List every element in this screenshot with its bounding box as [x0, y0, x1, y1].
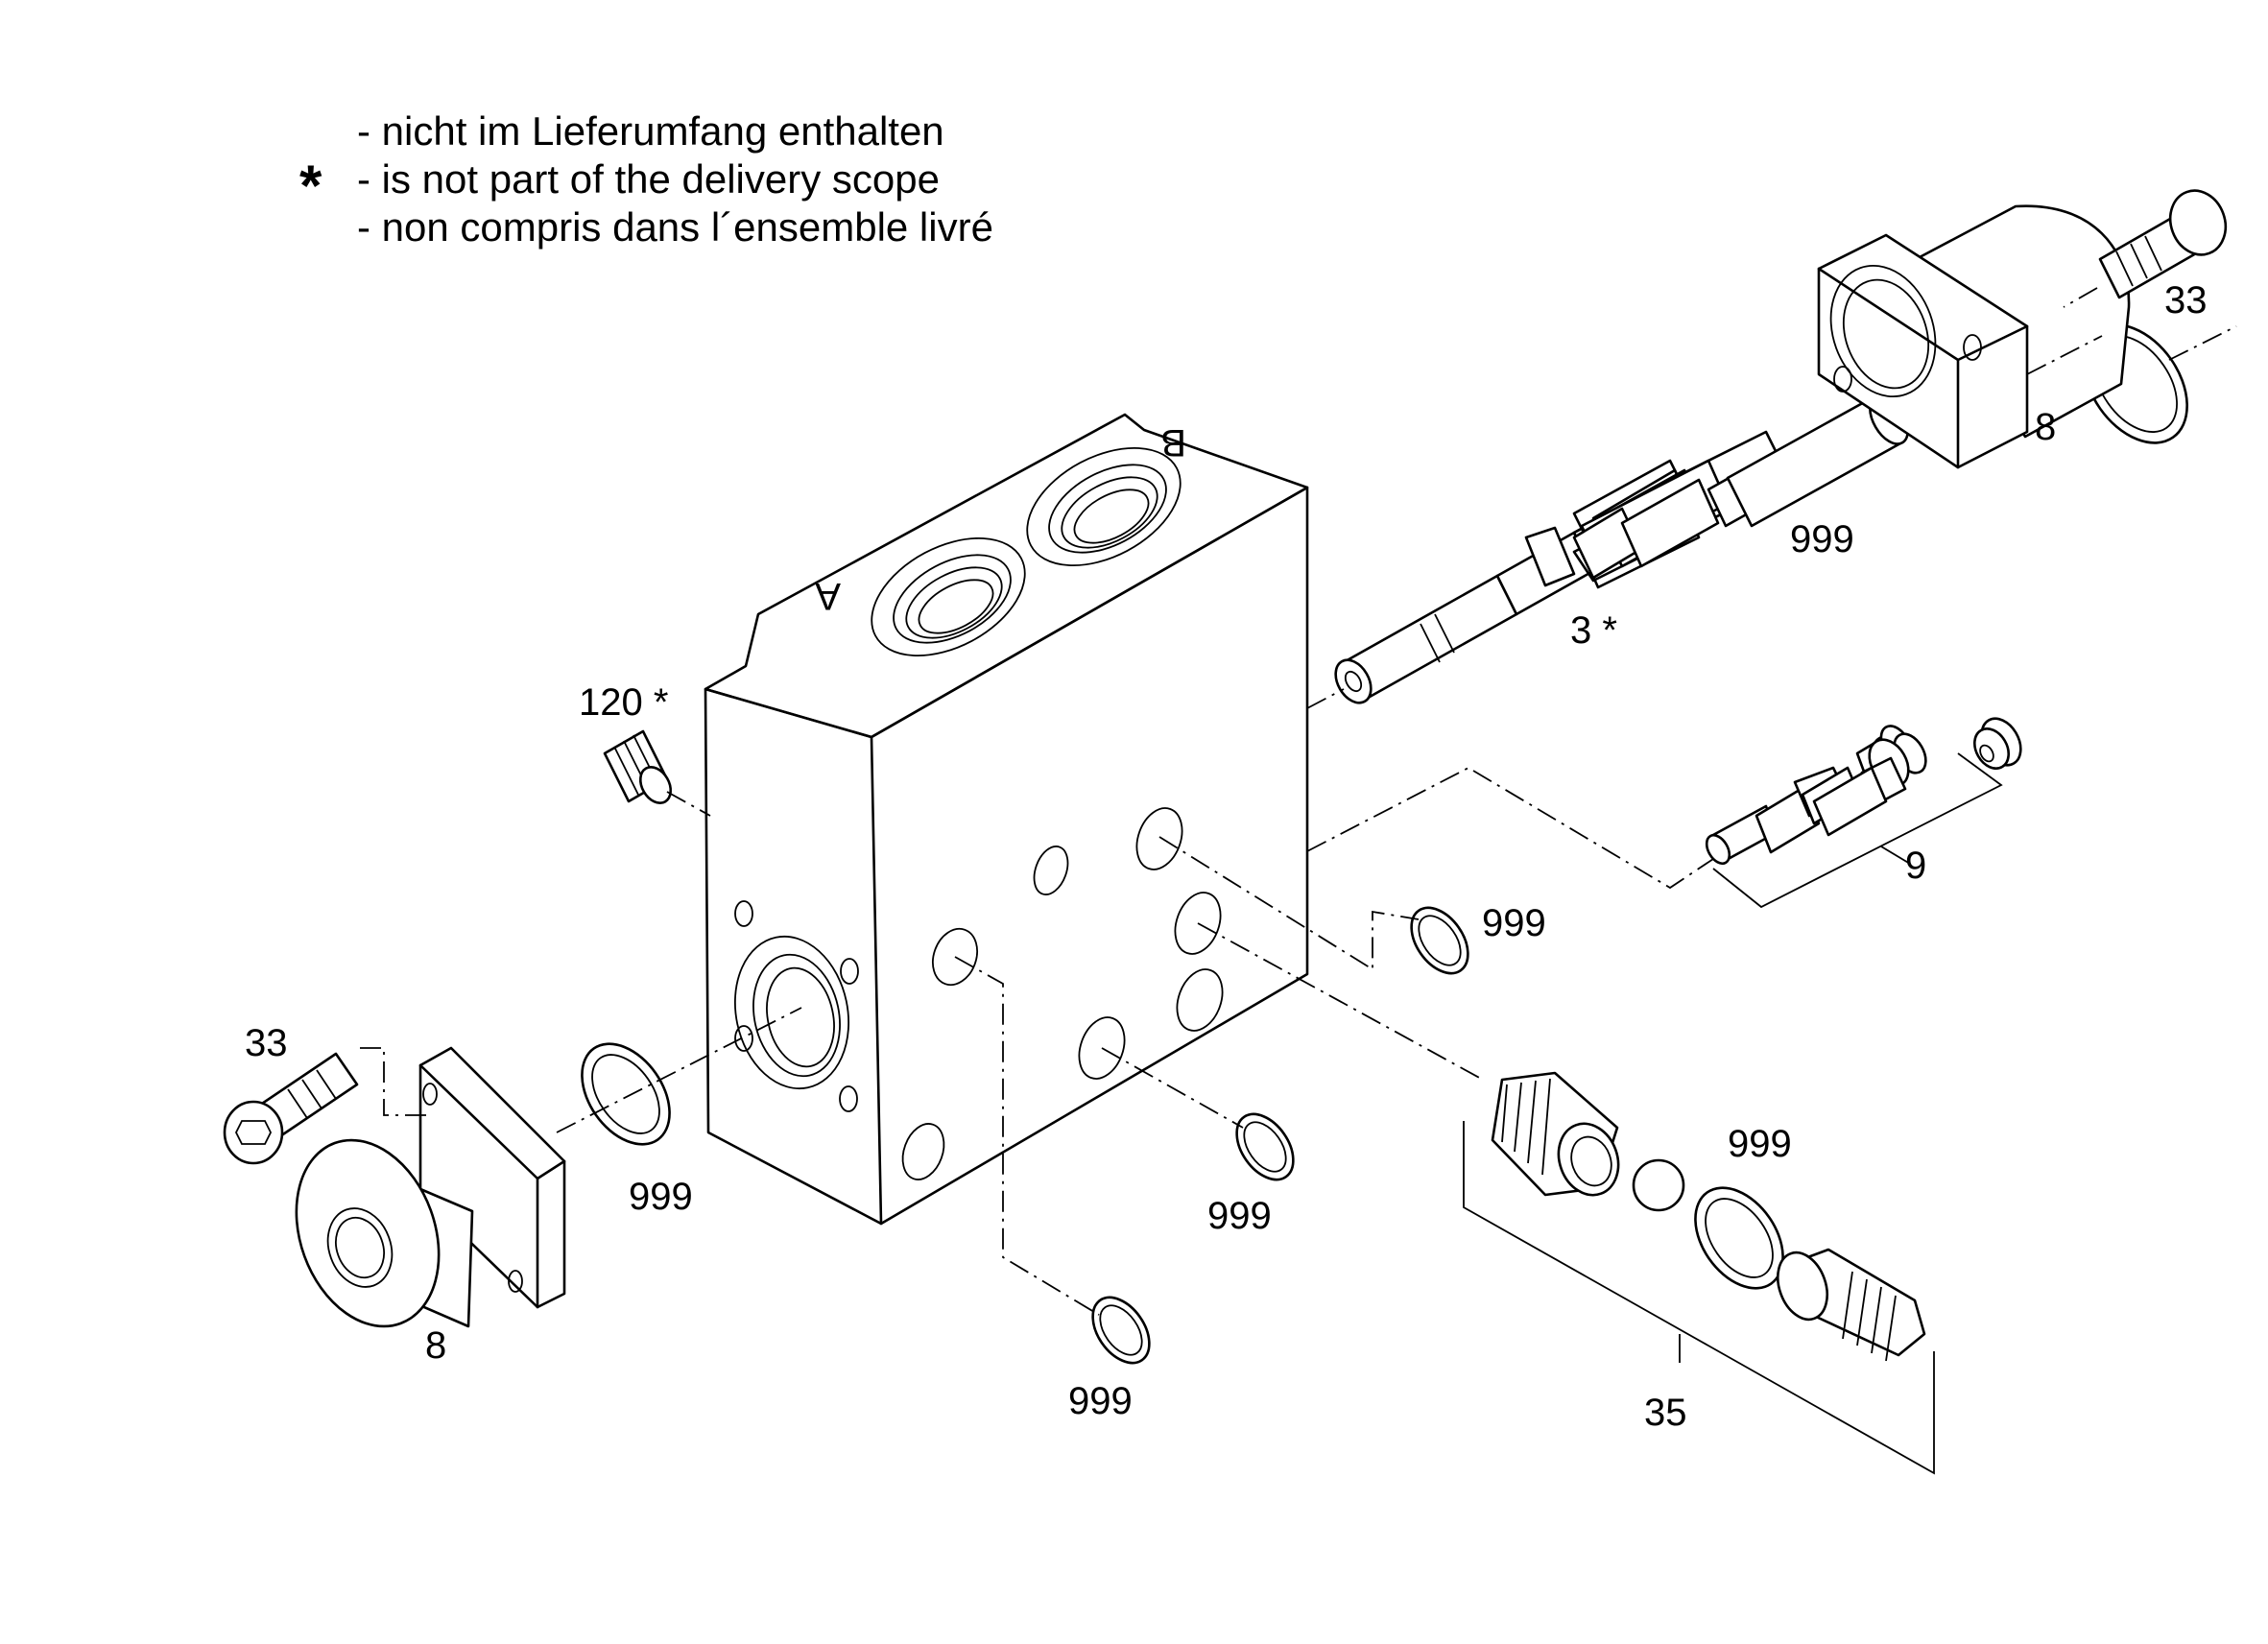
spool	[1334, 393, 1909, 704]
right-screw	[2098, 189, 2228, 299]
callout-999-bottom: 999	[1068, 1380, 1133, 1422]
left-axis-line	[556, 1007, 802, 1133]
callout-999-spool: 999	[1790, 518, 1854, 560]
callout-3: 3 *	[1570, 609, 1617, 652]
right-cover	[1817, 204, 2131, 469]
callout-33-left: 33	[245, 1022, 288, 1064]
callout-999-mid: 999	[1207, 1195, 1272, 1237]
callout-35: 35	[1644, 1392, 1687, 1434]
port-label-b: B	[1160, 421, 1186, 464]
callout-120: 120 *	[579, 681, 668, 724]
left-cover	[295, 1046, 566, 1328]
callout-labels: 33 8 999 3 * 120 * 9 999 33 999 8 999 99…	[245, 279, 2208, 1434]
asterisk-symbol: *	[299, 154, 322, 218]
legend-line-fr: - non compris dans l´ensemble livré	[357, 204, 993, 250]
check-valve-9	[1705, 717, 2022, 866]
callout-9: 9	[1905, 845, 1926, 887]
plug-120	[603, 729, 673, 804]
callout-999-left: 999	[629, 1176, 693, 1218]
valve-block: A B	[704, 413, 1309, 1226]
legend: * - nicht im Lieferumfang enthalten - is…	[288, 107, 1152, 261]
oring-mid	[1235, 1112, 1295, 1181]
callout-8-top: 8	[2035, 406, 2056, 448]
legend-line-en: - is not part of the delivery scope	[357, 156, 940, 202]
callout-999-valve: 999	[1728, 1123, 1792, 1165]
callout-33-top: 33	[2164, 279, 2208, 322]
port-label-a: A	[815, 575, 841, 617]
oring-bottom	[1091, 1296, 1151, 1365]
valve-assembly-35	[1491, 1071, 1926, 1362]
oring-left	[581, 1042, 671, 1146]
left-screw-line	[360, 1047, 427, 1116]
callout-999-right: 999	[1482, 902, 1546, 944]
oring-right	[1410, 906, 1469, 975]
callout-8-left: 8	[425, 1324, 446, 1367]
legend-line-de: - nicht im Lieferumfang enthalten	[357, 108, 944, 154]
left-screw	[223, 1052, 359, 1165]
